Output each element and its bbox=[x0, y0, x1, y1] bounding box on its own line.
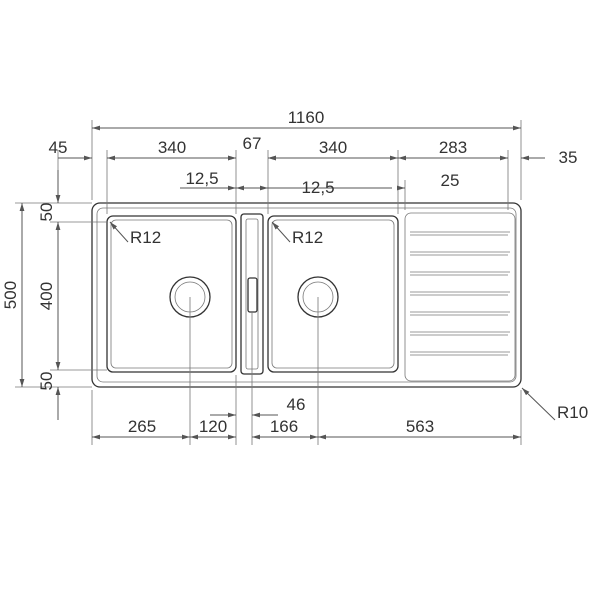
dimension-lines bbox=[19, 125, 556, 440]
right-bowl-radius-label: R12 bbox=[292, 228, 323, 247]
divider-to-drain-label: 166 bbox=[270, 417, 298, 436]
bowl-right-width-label: 340 bbox=[319, 138, 347, 157]
sink-outline bbox=[91, 202, 522, 388]
dimension-labels: 1160 45 340 67 340 283 35 12,5 12,5 25 5… bbox=[1, 108, 588, 436]
overflow-icon bbox=[247, 277, 258, 313]
drainer-width-label: 283 bbox=[439, 138, 467, 157]
bottom-margin-label: 50 bbox=[37, 372, 56, 391]
left-offset-label: 12,5 bbox=[185, 169, 218, 188]
bowl-left-width-label: 340 bbox=[158, 138, 186, 157]
left-margin-label: 45 bbox=[49, 138, 68, 157]
drainer-offset-label: 25 bbox=[441, 171, 460, 190]
drain-to-edge-label: 563 bbox=[406, 417, 434, 436]
right-margin-label: 35 bbox=[559, 148, 578, 167]
outer-radius-label: R10 bbox=[557, 403, 588, 422]
drain-to-divider-label: 120 bbox=[199, 417, 227, 436]
right-offset-label: 12,5 bbox=[301, 178, 334, 197]
overall-depth-label: 500 bbox=[1, 281, 20, 309]
drainer bbox=[404, 212, 516, 382]
overflow-offset-label: 46 bbox=[287, 395, 306, 414]
right-bowl bbox=[267, 215, 399, 373]
bowl-depth-label: 400 bbox=[37, 282, 56, 310]
drain-left-offset-label: 265 bbox=[128, 417, 156, 436]
left-bowl bbox=[106, 215, 237, 373]
left-bowl-radius-label: R12 bbox=[130, 228, 161, 247]
divider-width-label: 67 bbox=[243, 134, 262, 153]
overall-width-label: 1160 bbox=[288, 108, 325, 127]
top-margin-label: 50 bbox=[37, 203, 56, 222]
